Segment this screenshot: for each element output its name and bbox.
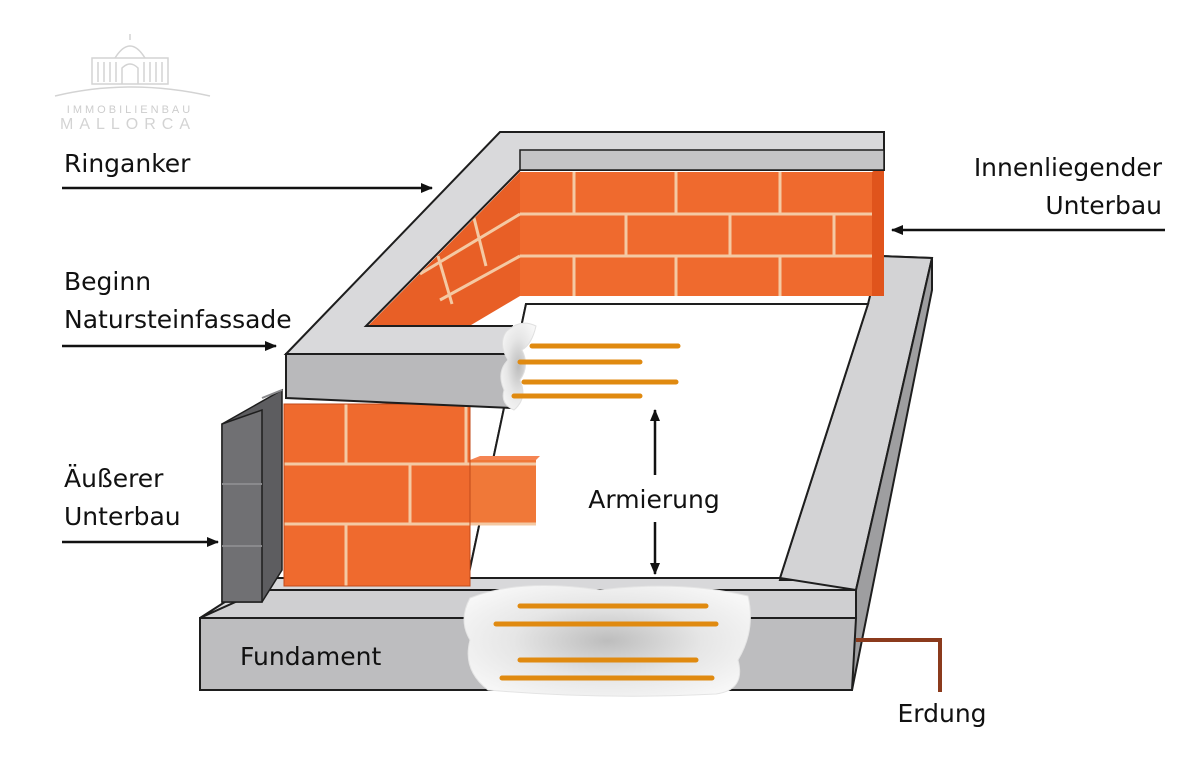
logo-line2: MALLORCA — [60, 116, 196, 133]
company-logo: IMMOBILIENBAU MALLORCA — [54, 34, 211, 133]
label-beginn-line2: Natursteinfassade — [64, 305, 292, 334]
front-brick-wall — [283, 403, 540, 587]
arrows — [62, 183, 1165, 575]
label-aussen-line2: Unterbau — [64, 502, 181, 531]
cut-section-bottom — [463, 585, 751, 697]
building-dome-icon — [54, 34, 211, 97]
label-innen-line2: Unterbau — [1045, 191, 1162, 220]
ring-beam — [283, 131, 885, 410]
logo-line1: IMMOBILIENBAU — [67, 104, 193, 116]
grounding-wire — [856, 638, 942, 692]
inner-brick-wall — [366, 164, 884, 328]
label-beginn-line1: Beginn — [64, 267, 151, 296]
label-ringanker: Ringanker — [64, 149, 191, 178]
label-innen-line1: Innenliegender — [974, 153, 1163, 182]
label-aussen-line1: Äußerer — [64, 464, 164, 493]
rebar-group-bottom — [493, 603, 719, 681]
label-erdung: Erdung — [897, 699, 986, 728]
rebar-group-top — [511, 343, 681, 399]
label-armierung: Armierung — [588, 485, 719, 514]
outer-stone-wall — [221, 388, 283, 603]
label-fundament: Fundament — [240, 642, 381, 671]
